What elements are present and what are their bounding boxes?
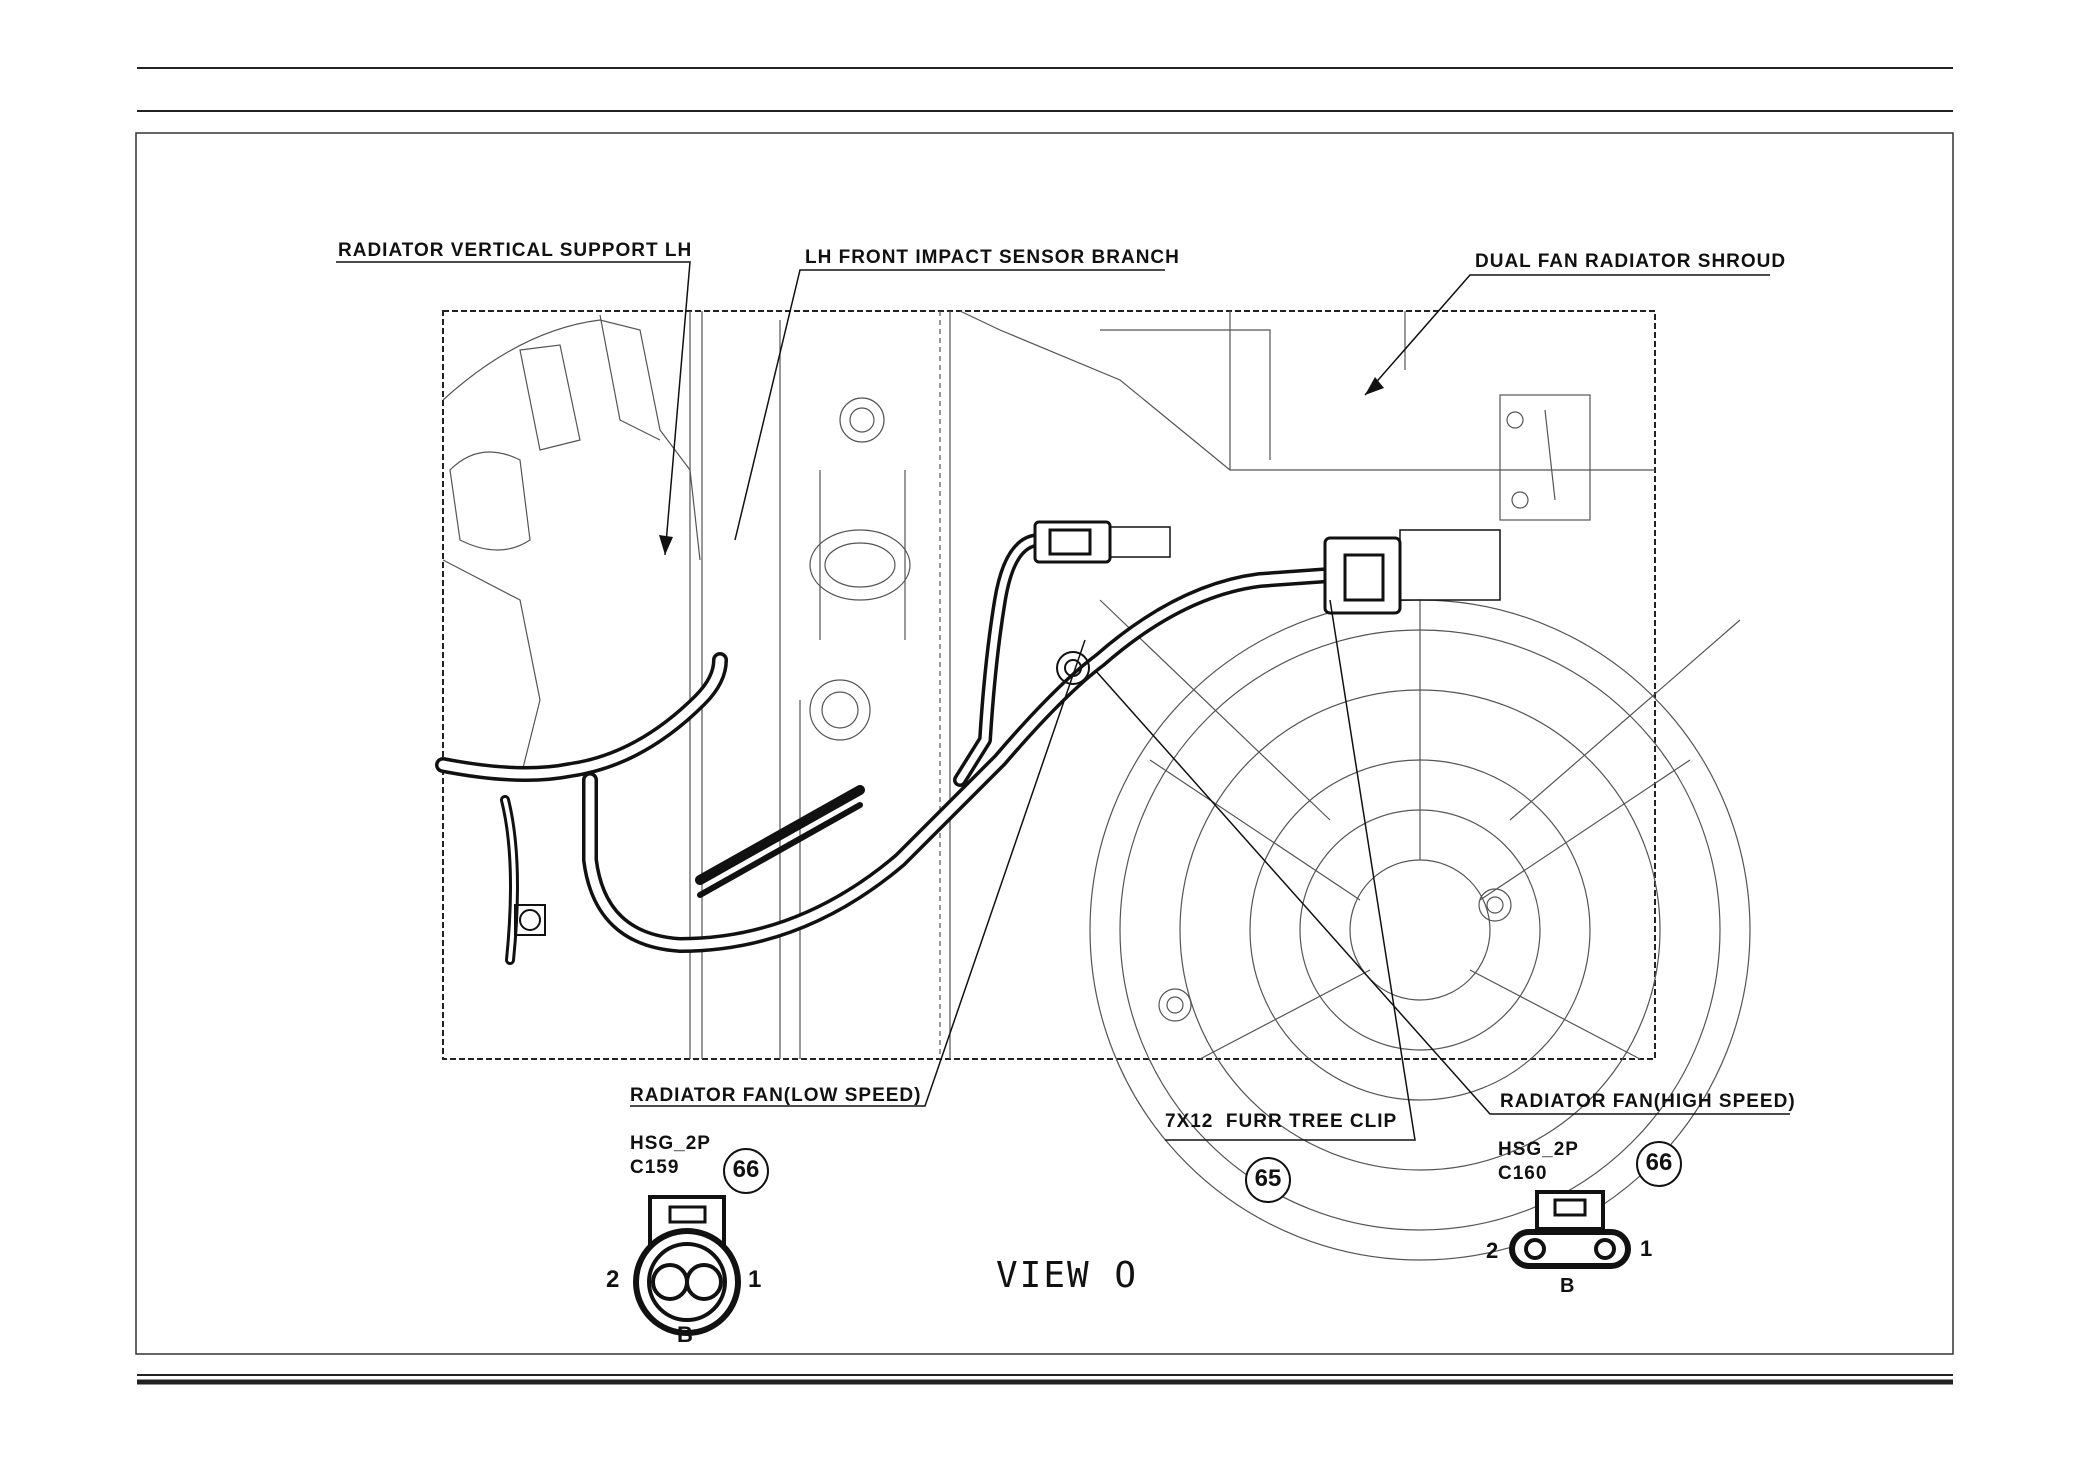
label-furr-tree-clip: 7X12 FURR TREE CLIP bbox=[1165, 1111, 1398, 1132]
connector-c159-in-view bbox=[1033, 520, 1171, 564]
connector-c160-face bbox=[1509, 1190, 1631, 1269]
drawing-frame bbox=[135, 132, 1954, 1355]
ref-circle-66-right bbox=[1636, 1141, 1682, 1187]
key-label-left: B bbox=[677, 1322, 694, 1347]
leader-arrows bbox=[659, 377, 1384, 555]
pin-label-1-left: 1 bbox=[748, 1266, 763, 1293]
label-impact-sensor-branch: LH FRONT IMPACT SENSOR BRANCH bbox=[805, 247, 1180, 268]
key-label-right: B bbox=[1560, 1275, 1576, 1297]
leader-lines bbox=[336, 261, 1790, 1141]
label-radiator-vertical-support: RADIATOR VERTICAL SUPPORT LH bbox=[338, 240, 693, 261]
connector-c160-in-view bbox=[1323, 529, 1501, 615]
label-fan-high-speed: RADIATOR FAN(HIGH SPEED) bbox=[1500, 1091, 1796, 1112]
label-fan-shroud: DUAL FAN RADIATOR SHROUD bbox=[1475, 251, 1787, 272]
page-rules bbox=[137, 67, 1953, 1385]
connector-housing-left: HSG_2P bbox=[630, 1133, 711, 1154]
label-fan-low-speed: RADIATOR FAN(LOW SPEED) bbox=[630, 1085, 922, 1106]
pin-label-2-right: 2 bbox=[1486, 1238, 1500, 1263]
ref-number-65: 65 bbox=[1254, 1165, 1282, 1192]
connector-housing-right: HSG_2P bbox=[1498, 1139, 1579, 1160]
connector-id-right: C160 bbox=[1498, 1163, 1548, 1184]
connector-c159-face bbox=[633, 1195, 741, 1336]
ref-circle-65 bbox=[1245, 1157, 1291, 1203]
view-label: VIEW O bbox=[996, 1255, 1139, 1296]
engine-bay-view bbox=[435, 310, 1751, 1261]
ref-circle-66-left bbox=[723, 1148, 769, 1194]
pin-label-1-right: 1 bbox=[1640, 1236, 1654, 1261]
ref-number-66-right: 66 bbox=[1645, 1149, 1673, 1176]
pin-label-2-left: 2 bbox=[606, 1266, 621, 1293]
ref-number-66-left: 66 bbox=[732, 1156, 760, 1183]
connector-id-left: C159 bbox=[630, 1157, 680, 1178]
